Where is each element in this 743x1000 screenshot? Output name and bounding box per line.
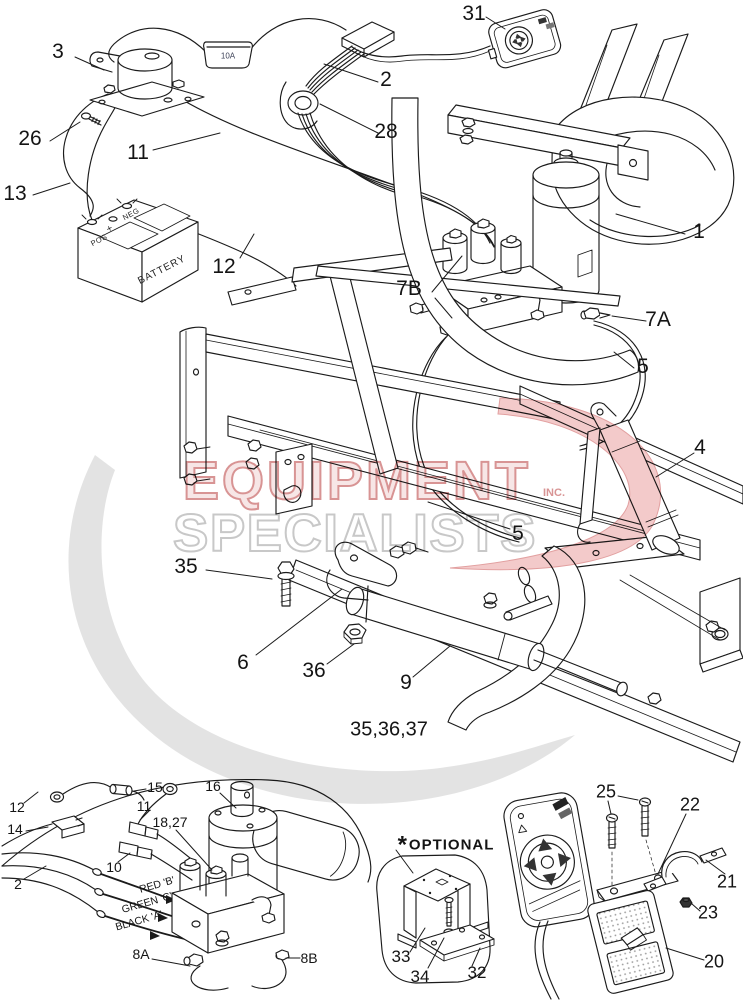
group-note: 35,36,37 — [350, 718, 428, 741]
callout-7b: 7B — [396, 277, 422, 300]
controller-callout-25: 25 — [595, 781, 617, 802]
controller-mount-drawing — [503, 792, 727, 1000]
callout-11: 11 — [127, 141, 149, 164]
detail-callout-18-27: 18,27 — [152, 814, 188, 830]
callout-36: 36 — [302, 659, 326, 682]
callout-13: 13 — [3, 182, 27, 205]
callout-4: 4 — [694, 436, 706, 459]
detail-callout-16: 16 — [205, 778, 221, 794]
callout-12: 12 — [212, 255, 236, 278]
battery-drawing — [77, 198, 199, 303]
detail-callout-15: 15 — [147, 779, 163, 795]
watermark-inc: INC. — [543, 487, 565, 499]
solenoid-drawing — [89, 48, 205, 117]
harness-drawing — [305, 21, 395, 95]
optional-title: *OPTIONAL — [397, 831, 495, 858]
callout-9: 9 — [400, 671, 412, 694]
callout-2: 2 — [380, 68, 392, 91]
screw-26-drawing — [80, 112, 102, 126]
optional-title-text: OPTIONAL — [408, 836, 495, 854]
remote-control-drawing — [487, 9, 562, 69]
controller-callout-23: 23 — [697, 902, 719, 923]
detail-callout-8b: 8B — [300, 950, 318, 966]
detail-callout-10: 10 — [106, 859, 122, 875]
detail-callout-12: 12 — [9, 799, 25, 815]
callout-35: 35 — [174, 555, 198, 578]
callout-7a: 7A — [645, 308, 671, 331]
fastener-drawings — [277, 541, 429, 645]
callout-28: 28 — [374, 120, 398, 143]
asterisk-icon: * — [397, 831, 408, 858]
pump-detail-drawing — [1, 779, 372, 991]
detail-callout-11: 11 — [136, 798, 152, 814]
callout-1: 1 — [693, 220, 705, 243]
grommet-drawing — [279, 81, 495, 248]
detail-callout-8a: 8A — [132, 946, 150, 962]
watermark-line2: SPECIALISTS — [173, 504, 537, 563]
controller-callout-22: 22 — [679, 794, 701, 815]
fuse-holder-drawing — [203, 41, 253, 69]
optional-bracket-drawing — [376, 849, 495, 984]
fuse-rating-label: 10A — [220, 51, 236, 61]
callout-26: 26 — [18, 127, 42, 150]
callout-5-lower: 5 — [512, 522, 524, 545]
fitting-7a-drawing — [580, 307, 611, 320]
callout-6: 6 — [237, 651, 249, 674]
callout-3: 3 — [52, 40, 64, 63]
detail-callout-2: 2 — [14, 876, 22, 892]
crossbeam-drawing — [447, 104, 649, 181]
callout-5-upper: 5 — [637, 355, 649, 378]
controller-callout-20: 20 — [703, 951, 725, 972]
callout-31: 31 — [462, 2, 486, 25]
optional-callout-32: 32 — [467, 963, 487, 982]
detail-callout-14: 14 — [7, 821, 23, 837]
controller-callout-21: 21 — [716, 871, 738, 892]
optional-callout-34: 34 — [410, 967, 430, 986]
watermark-line1: EQUIPMENT — [183, 451, 531, 511]
optional-callout-33: 33 — [391, 947, 411, 966]
lift-cylinder-drawing — [345, 586, 628, 697]
watermark-red-swoosh — [449, 397, 661, 571]
leader-lines-main — [32, 16, 695, 678]
